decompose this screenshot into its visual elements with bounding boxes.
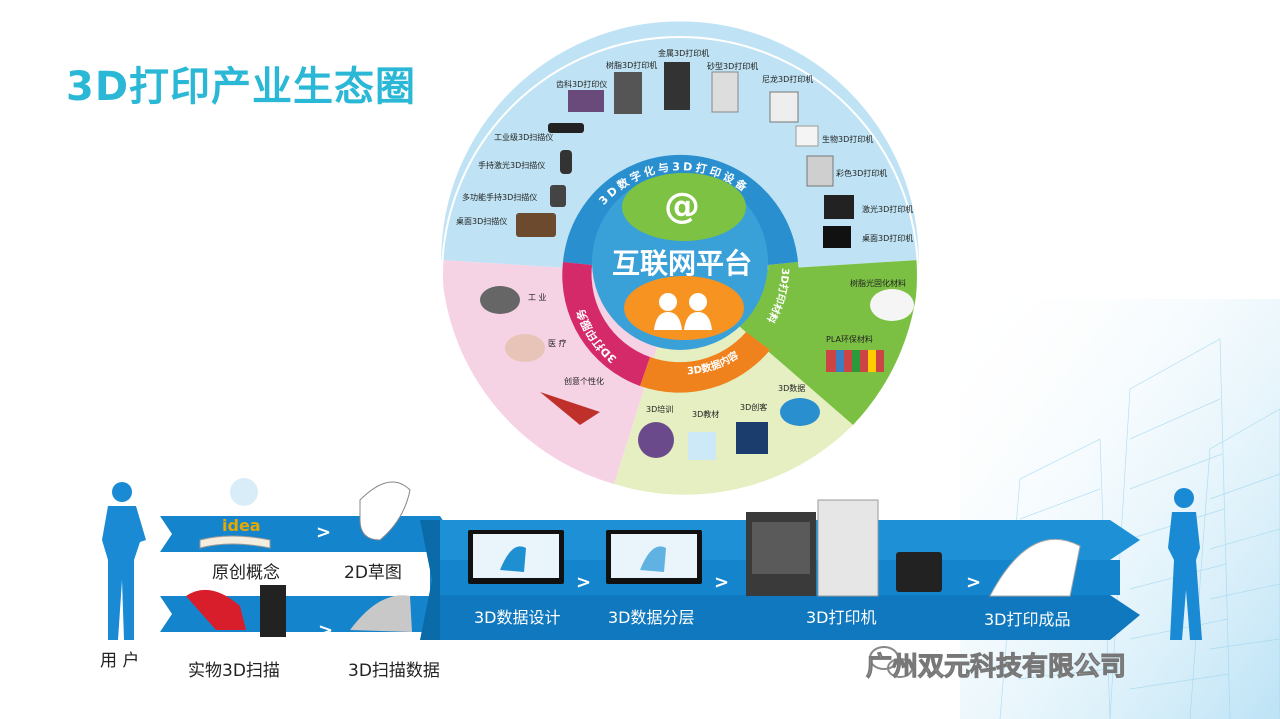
label-multi-handheld-scanner: 多功能手持3D扫描仪 — [462, 193, 538, 202]
idea-text: idea — [222, 516, 261, 535]
flow-label-design: 3D数据设计 — [474, 608, 561, 627]
wechat-icon — [869, 646, 913, 678]
label-desktop-scanner: 桌面3D扫描仪 — [456, 217, 508, 226]
inner-ring — [562, 154, 799, 393]
city-background-graphic — [960, 299, 1280, 719]
materials-images — [826, 289, 914, 372]
flow-label-user: 用 户 — [100, 651, 140, 671]
label-textbook: 3D教材 — [692, 410, 720, 419]
label-training: 3D培训 — [646, 405, 674, 414]
label-pla-material: PLA环保材料 — [826, 335, 873, 344]
flow-label-printer: 3D打印机 — [806, 608, 877, 627]
center-label: 互联网平台 — [612, 247, 753, 280]
label-metal-printer: 金属3D打印机 — [658, 49, 710, 58]
flow-label-scan: 实物3D扫描 — [188, 661, 280, 681]
flow-label-scan-data: 3D扫描数据 — [348, 661, 440, 681]
sector-equipment — [441, 21, 919, 275]
at-symbol-icon: @ — [664, 186, 700, 227]
flow-label-layer: 3D数据分层 — [608, 608, 695, 627]
users-icon — [654, 293, 712, 330]
company-watermark: 广州双元科技有限公司 — [865, 652, 1127, 683]
label-3d-data: 3D数据 — [778, 384, 806, 393]
label-resin-printer: 树脂3D打印机 — [606, 61, 658, 70]
label-industrial-scanner: 工业级3D扫描仪 — [494, 133, 554, 142]
label-laser-printer: 激光3D打印机 — [862, 205, 914, 214]
flow-label-product: 3D打印成品 — [984, 610, 1071, 629]
flow-arrow-3: > — [576, 572, 592, 593]
flow-arrow-1: > — [316, 522, 332, 543]
equipment-images — [516, 62, 854, 248]
flow-arrow-4: > — [714, 572, 730, 593]
flow-arrow-5: > — [966, 572, 982, 593]
label-color-printer: 彩色3D打印机 — [836, 169, 888, 178]
user-silhouette-left — [102, 482, 146, 640]
flow-images — [186, 478, 1081, 637]
label-resin-material: 树脂光固化材料 — [850, 279, 906, 288]
internet-oval — [622, 173, 746, 241]
flow-arrow-2: > — [318, 620, 334, 641]
label-desktop-printer: 桌面3D打印机 — [862, 234, 914, 243]
flow-label-sketch: 2D草图 — [344, 563, 402, 583]
ring-materials — [746, 262, 799, 350]
services-images — [480, 286, 600, 425]
users-oval — [624, 276, 744, 340]
ring-equipment — [563, 154, 798, 265]
label-creative: 创意个性化 — [564, 377, 604, 386]
label-industry: 工 业 — [528, 293, 547, 302]
label-sand-printer: 砂型3D打印机 — [707, 62, 759, 71]
page-title: 3D打印产业生态圈 — [66, 64, 417, 110]
user-silhouette-right — [1168, 488, 1202, 640]
label-dental-printer: 齿科3D打印仪 — [556, 80, 608, 89]
ring-services — [562, 262, 650, 386]
label-nylon-printer: 尼龙3D打印机 — [762, 75, 814, 84]
label-handheld-laser-scanner: 手持激光3D扫描仪 — [478, 161, 546, 170]
content-images — [638, 398, 820, 460]
flow-label-concept: 原创概念 — [212, 563, 280, 583]
ring-content — [640, 332, 770, 393]
label-maker: 3D创客 — [740, 403, 768, 412]
label-bio-printer: 生物3D打印机 — [822, 135, 874, 144]
label-medical: 医 疗 — [548, 339, 567, 348]
